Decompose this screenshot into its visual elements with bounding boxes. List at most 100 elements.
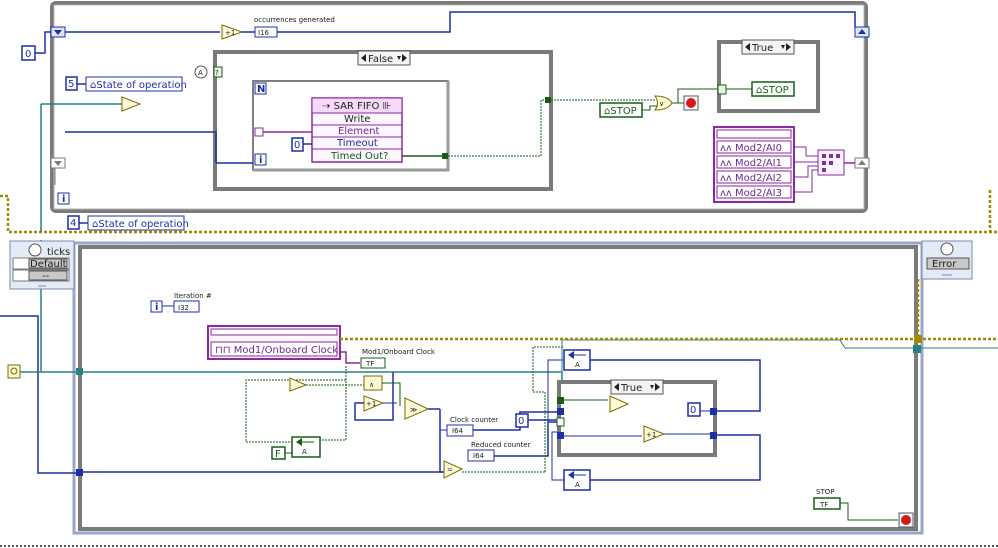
occurrences-indicator[interactable]: I16 xyxy=(254,26,278,38)
channel-2: ᴧᴧ Mod2/AI2 xyxy=(720,173,782,184)
timeout-constant[interactable]: 0 xyxy=(291,137,304,152)
svg-text:True: True xyxy=(620,383,642,394)
fifo-row-element: Element xyxy=(338,126,379,137)
clock-counter-indicator[interactable]: I64 xyxy=(446,424,474,437)
output-node-error: Error xyxy=(932,259,957,270)
fifo-node-title: ⇢ SAR FIFO ⊪ xyxy=(322,101,391,112)
onboard-clock-text: ⊓⊓ Mod1/Onboard Clock xyxy=(215,345,338,356)
iteration-label: Iteration # xyxy=(174,292,212,300)
svg-text:A: A xyxy=(575,361,580,369)
state-op-const-5[interactable]: 5 xyxy=(65,76,78,91)
not-node-top[interactable] xyxy=(121,96,142,112)
or-node[interactable]: ∨ xyxy=(654,95,673,111)
state-op-local-top[interactable]: ⌂State of operation xyxy=(85,76,187,92)
reduced-counter-label: Reduced counter xyxy=(471,441,531,449)
case-selector-true-top[interactable]: True xyxy=(741,39,795,55)
build-array-node[interactable] xyxy=(817,149,845,176)
channel-3: ᴧᴧ Mod2/AI3 xyxy=(720,188,782,199)
stop-local-variable-inside-case[interactable]: ⌂STOP xyxy=(751,81,795,97)
timed-loop-output-node[interactable]: Error xyxy=(921,240,973,280)
svg-text:⌂State of operation: ⌂State of operation xyxy=(92,219,189,230)
timed-loop[interactable] xyxy=(72,241,924,535)
case-selector-terminal[interactable]: ? xyxy=(213,66,223,78)
timed-input-constant[interactable] xyxy=(7,364,21,379)
onboard-clock-indicator[interactable]: TF xyxy=(360,357,386,369)
case-selector-true-timed[interactable]: True xyxy=(610,379,664,395)
occurrences-label: occurrences generated xyxy=(254,16,335,24)
svg-text:0: 0 xyxy=(690,405,696,416)
svg-text:+1: +1 xyxy=(646,431,656,439)
svg-text:i: i xyxy=(259,155,262,166)
svg-text:A: A xyxy=(302,448,307,456)
zero-constant-inner-right[interactable]: 0 xyxy=(687,402,701,417)
svg-text:True: True xyxy=(751,43,773,54)
not-node-inner[interactable] xyxy=(609,395,630,413)
zero-constant-text: 0 xyxy=(25,49,31,60)
stop-condition-timed[interactable] xyxy=(898,512,914,528)
fifo-row-timedout: Timed Out? xyxy=(330,151,388,162)
svg-text:⌂STOP: ⌂STOP xyxy=(756,85,789,96)
svg-text:0: 0 xyxy=(518,416,524,427)
state-op-text-top: ⌂State of operation xyxy=(90,80,187,91)
ticks-label: ticks xyxy=(47,247,70,258)
svg-text:I64: I64 xyxy=(452,427,464,435)
stop-local-variable-top[interactable]: ⌂STOP xyxy=(599,102,643,118)
iteration-indicator[interactable]: I32 xyxy=(173,300,200,313)
svg-text:+1: +1 xyxy=(225,29,235,37)
onboard-clock-constant[interactable]: ⊓⊓ Mod1/Onboard Clock xyxy=(207,325,341,360)
svg-text:∨: ∨ xyxy=(659,100,664,108)
case-selector-false[interactable]: False xyxy=(357,50,411,66)
case-structure-true-timed[interactable] xyxy=(557,380,717,457)
timed-loop-input-node[interactable]: ticks Default -- xyxy=(9,240,75,290)
svg-text:I16: I16 xyxy=(258,29,270,37)
false-constant[interactable]: F xyxy=(271,446,286,460)
svg-text:I64: I64 xyxy=(473,452,485,460)
channel-1: ᴧᴧ Mod2/AI1 xyxy=(720,158,782,169)
onboard-clock-label: Mod1/Onboard Clock xyxy=(362,348,436,356)
svg-text:+1: +1 xyxy=(366,400,376,408)
svg-text:5: 5 xyxy=(68,79,74,90)
svg-text:A: A xyxy=(198,69,203,77)
svg-text:i: i xyxy=(155,302,158,313)
state-op-const-4[interactable]: 4 xyxy=(67,215,80,230)
shift-register-bottom-right[interactable] xyxy=(854,157,870,169)
stop-condition-top[interactable] xyxy=(683,95,699,111)
stop-indicator-timed[interactable]: TF xyxy=(813,497,841,510)
clock-counter-label: Clock counter xyxy=(450,416,498,424)
shift-register-top-left[interactable] xyxy=(50,26,66,38)
zero-constant[interactable]: 0 xyxy=(21,45,36,61)
channel-0: ᴧᴧ Mod2/AI0 xyxy=(720,143,782,154)
stop-label: STOP xyxy=(816,488,834,496)
svg-text:4: 4 xyxy=(70,218,76,229)
input-node-dash: -- xyxy=(42,271,50,282)
shift-register-top-right[interactable] xyxy=(854,26,870,38)
feedback-node-timed[interactable]: A xyxy=(291,436,321,458)
svg-text:TF: TF xyxy=(365,360,374,368)
increment-node-top[interactable]: +1 xyxy=(221,24,244,40)
fifo-invoke-node[interactable]: ⇢ SAR FIFO ⊪ Write Element Timeout Timed… xyxy=(311,97,403,163)
top-loop-iteration-terminal: i xyxy=(57,192,70,205)
occurrence-icon[interactable]: A xyxy=(194,65,208,79)
select-node-timed[interactable]: ≫ xyxy=(404,397,430,420)
state-op-local-bottom[interactable]: ⌂State of operation xyxy=(87,215,189,231)
analog-channel-constants[interactable]: ᴧᴧ Mod2/AI0 ᴧᴧ Mod2/AI1 ᴧᴧ Mod2/AI2 ᴧᴧ M… xyxy=(713,126,795,203)
svg-text:A: A xyxy=(575,481,580,489)
svg-text:F: F xyxy=(275,449,281,460)
for-loop-iteration-terminal: i xyxy=(254,153,267,166)
equal-node-timed[interactable]: = xyxy=(443,460,464,479)
zero-constant-inner-left[interactable]: 0 xyxy=(515,413,529,428)
shift-register-timed-top[interactable]: A xyxy=(563,349,591,371)
shift-register-bottom-left[interactable] xyxy=(50,157,66,169)
fifo-row-timeout: Timeout xyxy=(336,138,378,149)
shift-register-timed-bottom[interactable]: A xyxy=(563,469,591,491)
reduced-counter-indicator[interactable]: I64 xyxy=(467,449,495,462)
svg-text:TF: TF xyxy=(819,501,828,509)
svg-text:?: ? xyxy=(215,69,219,77)
increment-node-inner[interactable]: +1 xyxy=(643,425,666,443)
not-node-timed[interactable] xyxy=(289,377,308,392)
svg-text:i: i xyxy=(62,194,65,205)
loop-count-terminal: N xyxy=(254,82,267,95)
iteration-terminal-timed: i xyxy=(150,300,163,313)
and-node-timed[interactable]: ∧ xyxy=(363,375,383,391)
case-selector-false-text: False xyxy=(368,54,393,65)
